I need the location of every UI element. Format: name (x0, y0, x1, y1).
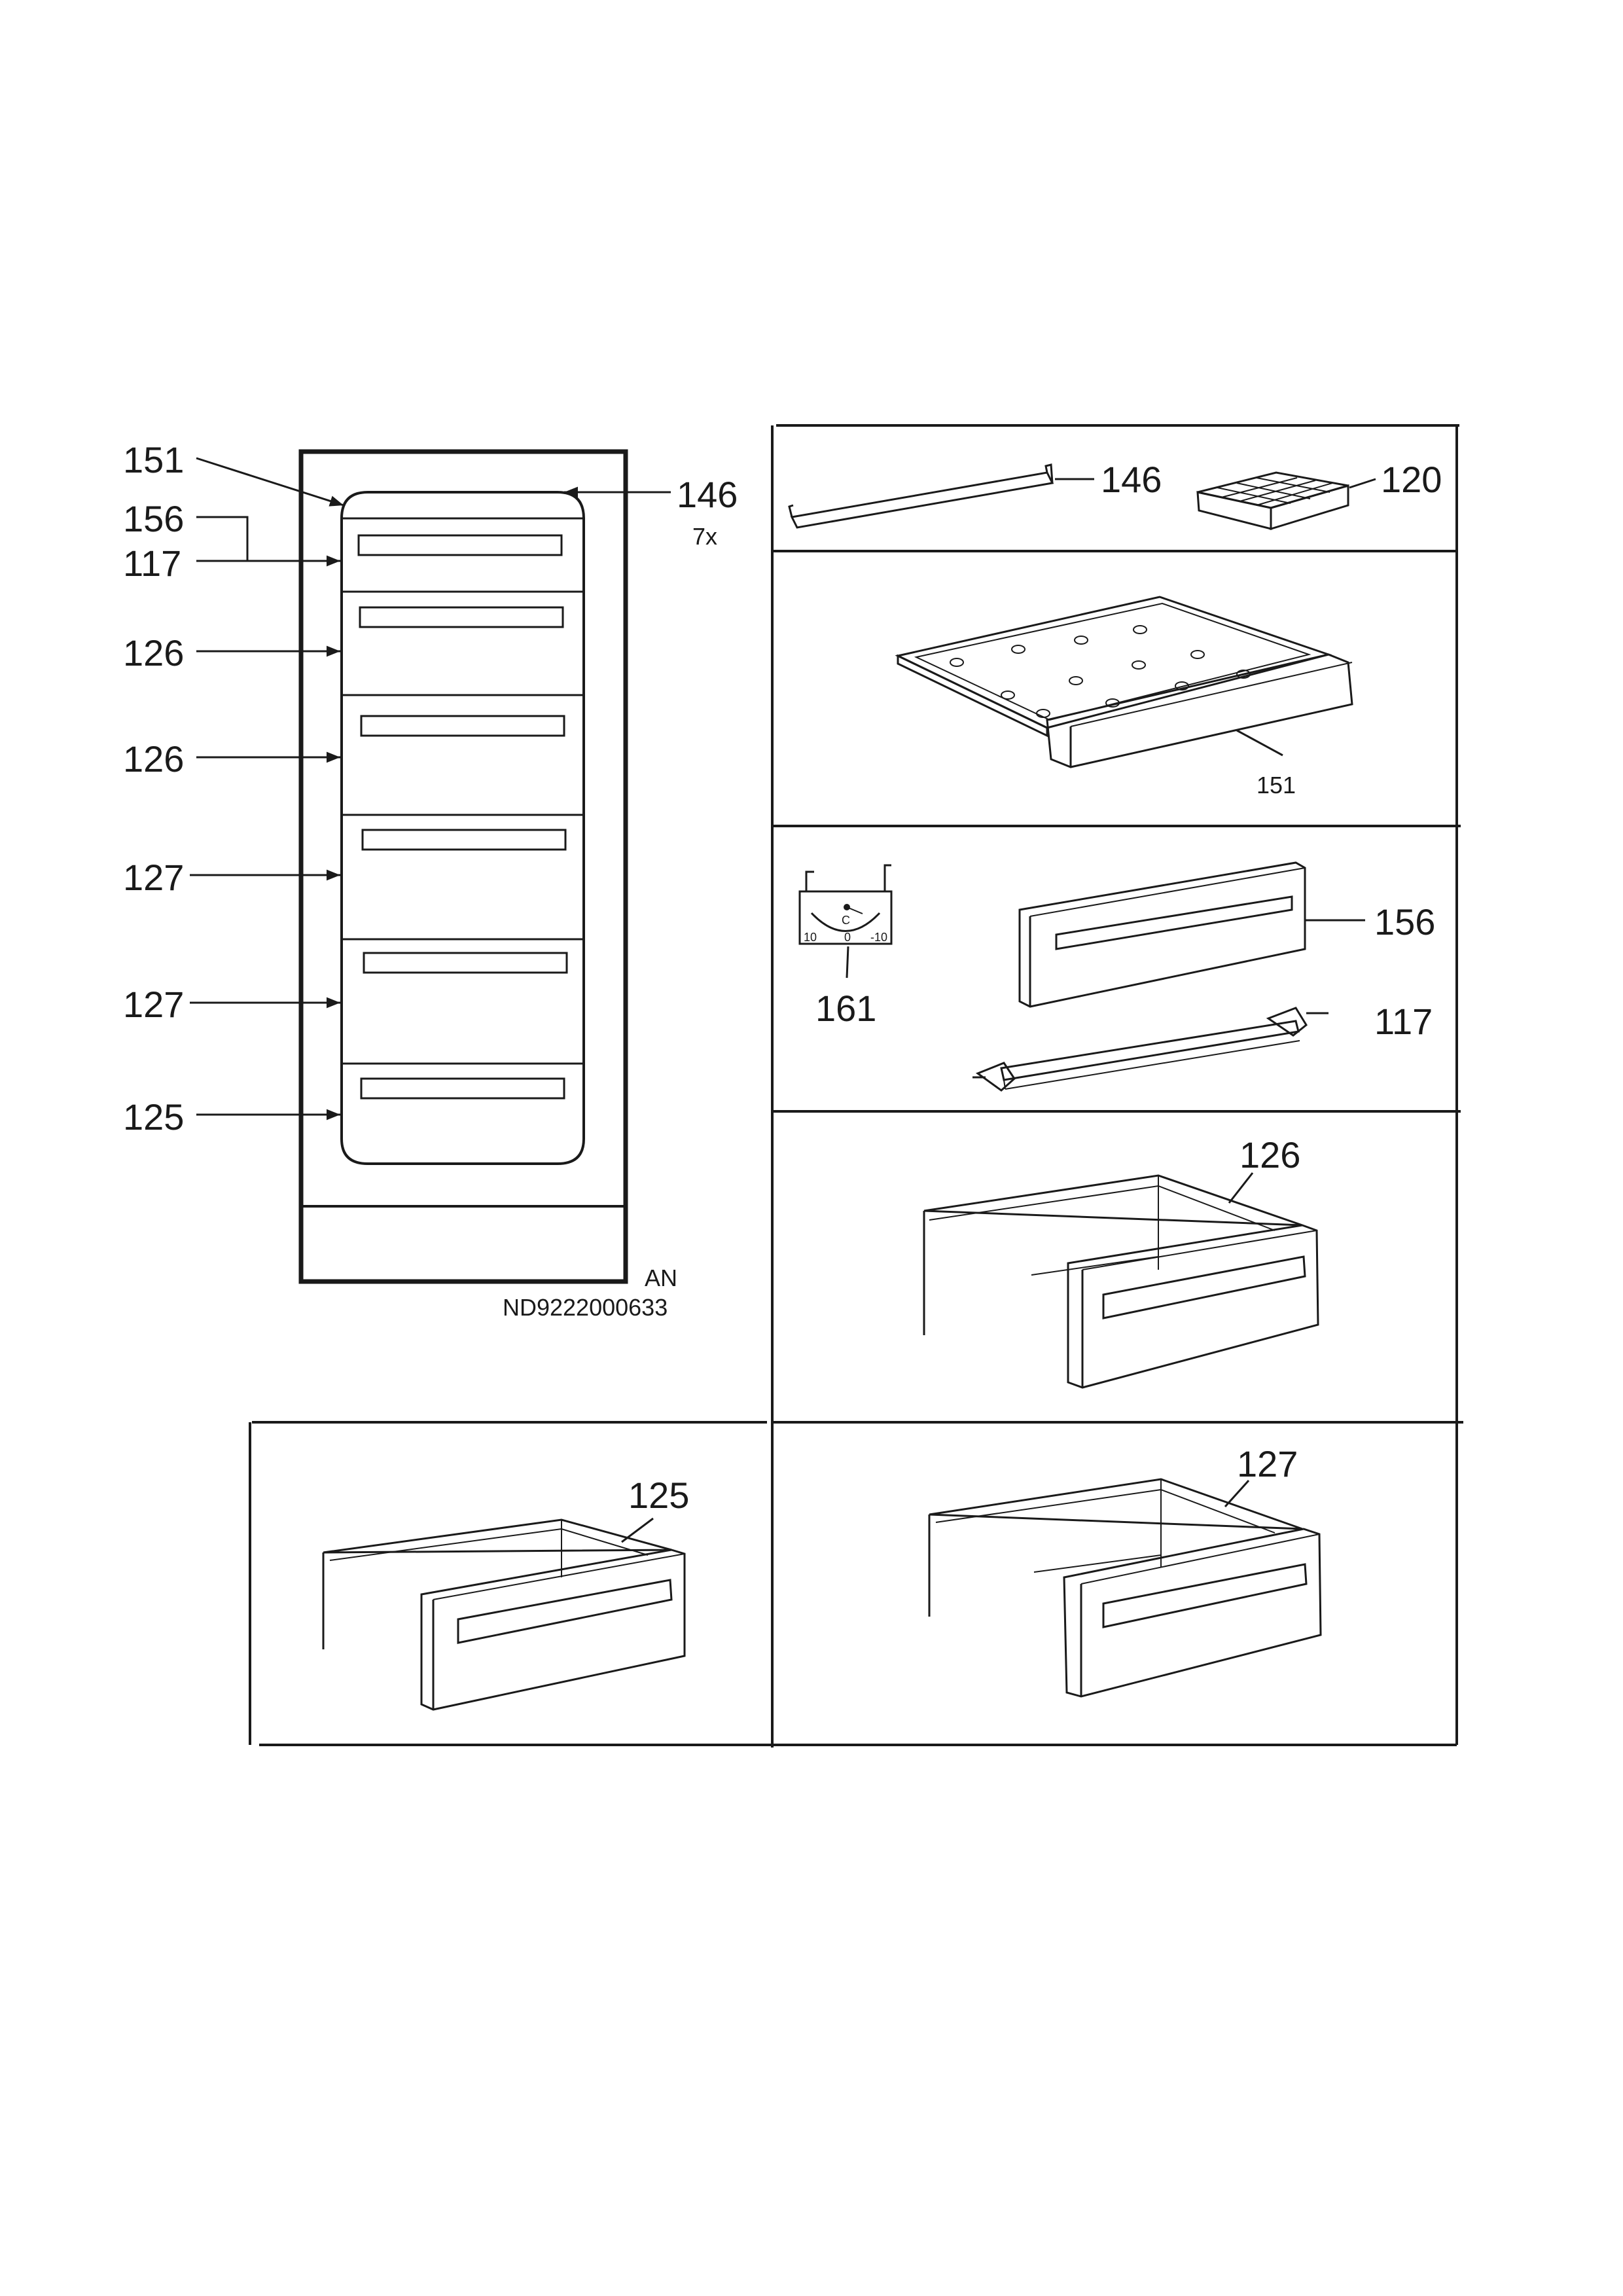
callout-label: 151 (1257, 772, 1296, 798)
callout-label: 156 (123, 498, 184, 539)
quantity-label: 7x (692, 523, 717, 550)
cabinet-overview: 151 156 117 126 126 127 127 125 146 7x A… (123, 439, 738, 1321)
callout-label: 125 (628, 1475, 689, 1516)
callout-label: 120 (1381, 459, 1442, 500)
callout-label: 161 (815, 988, 876, 1029)
variant-label: AN (645, 1265, 677, 1291)
part-drawer-medium: 127 (928, 1443, 1322, 1698)
drawer-stack-outline (340, 491, 585, 1165)
thermometer-scale-left: 10 (804, 931, 817, 944)
callout-label: 126 (123, 632, 184, 673)
callout-label: 146 (1101, 459, 1162, 500)
drawing-number: ND9222000633 (503, 1294, 668, 1321)
part-thermometer: C 10 0 -10 161 (798, 864, 893, 1029)
thermometer-unit: C (842, 914, 850, 927)
callout-label: 125 (123, 1096, 184, 1138)
callout-label: 127 (123, 857, 184, 898)
part-rail: 146 (788, 459, 1162, 529)
drawer-handle (359, 606, 564, 628)
leader-125-part (621, 1517, 654, 1543)
leader-161 (846, 946, 849, 978)
callout-label: 126 (1240, 1134, 1300, 1175)
part-drawer-small: 125 (322, 1475, 689, 1711)
drawer-handle (357, 534, 563, 556)
callout-label: 156 (1374, 901, 1435, 942)
thermometer-scale-right: -10 (870, 931, 887, 944)
part-ice-tray: 120 (1196, 459, 1442, 531)
parts-grid-frame (249, 424, 1463, 1748)
part-drawer-large: 126 (923, 1134, 1319, 1389)
drawer-handle (360, 1077, 565, 1100)
part-front-panel: 156 (1018, 861, 1435, 1008)
cabinet-outline (298, 449, 628, 1284)
shelf-pegs (950, 625, 1251, 718)
callout-label: 117 (123, 543, 181, 584)
drawer-handle (361, 829, 567, 851)
leader-151-part (1236, 729, 1283, 757)
leader-151 (196, 457, 344, 507)
callout-label: 127 (123, 984, 184, 1025)
drawer-handle (363, 952, 568, 974)
callout-label: 117 (1374, 1001, 1433, 1042)
leader-120 (1349, 478, 1376, 489)
callout-label: 127 (1237, 1443, 1298, 1484)
leader-126-part (1228, 1172, 1254, 1204)
callout-label: 126 (123, 738, 184, 780)
leader-156-bracket (196, 516, 249, 561)
part-bracket: 117 (972, 1001, 1433, 1092)
callout-label: 151 (123, 439, 184, 480)
thermometer-scale-mid: 0 (844, 931, 851, 944)
part-shelf: 151 (895, 596, 1353, 798)
callout-label-146: 146 (677, 474, 738, 515)
drawer-handle (360, 715, 565, 737)
leader-127-part (1224, 1479, 1250, 1508)
